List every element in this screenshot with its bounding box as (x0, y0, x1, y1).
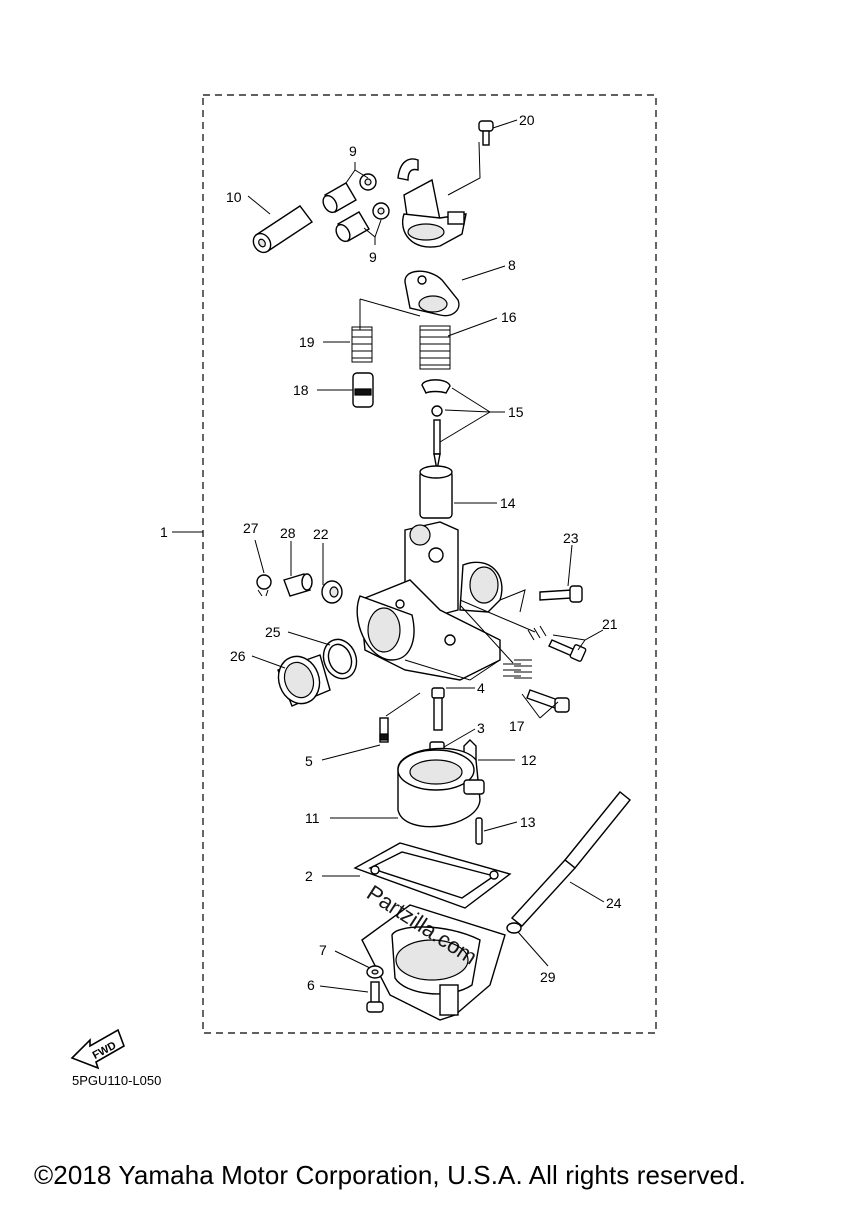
callout-9-upper: 9 (349, 143, 357, 159)
carburetor-body (356, 521, 503, 681)
callout-29: 29 (540, 969, 556, 985)
callout-17: 17 (509, 718, 525, 734)
part-19-spring (351, 326, 373, 363)
part-2-gasket (353, 842, 512, 909)
part-8-plate (404, 270, 460, 317)
callout-22: 22 (313, 526, 329, 542)
leader-lines (172, 119, 605, 993)
part-28-plunger (283, 573, 313, 597)
callout-4: 4 (477, 680, 485, 696)
callout-2: 2 (305, 868, 313, 884)
callout-1: 1 (160, 524, 168, 540)
callout-21: 21 (602, 616, 618, 632)
part-13-pin (475, 817, 483, 845)
part-25-ring (322, 638, 358, 680)
callout-9-lower: 9 (369, 249, 377, 265)
callout-23: 23 (563, 530, 579, 546)
part-17-screw-spring (503, 659, 570, 713)
part-14-throttle-valve (419, 465, 453, 519)
callout-10: 10 (226, 189, 242, 205)
part-10-cable-cover (252, 205, 314, 254)
fwd-arrow-icon: FWD (70, 1028, 125, 1070)
part-29-clip (506, 922, 522, 934)
part-27-clip (256, 574, 272, 597)
callout-8: 8 (508, 257, 516, 273)
part-21-screw-spring (527, 625, 587, 662)
callout-25: 25 (265, 624, 281, 640)
part-23-screw (539, 585, 583, 603)
callout-5: 5 (305, 753, 313, 769)
part-22-nut (321, 580, 343, 604)
callout-15: 15 (508, 404, 524, 420)
part-4-needle-jet (431, 687, 445, 731)
part-24-hose (510, 791, 631, 927)
callout-16: 16 (501, 309, 517, 325)
part-5-pilot-jet (379, 717, 389, 743)
callout-11: 11 (305, 810, 320, 826)
diagram-code: 5PGU110-L050 (72, 1073, 162, 1088)
copyright-notice: ©2018 Yamaha Motor Corporation, U.S.A. A… (34, 1160, 746, 1190)
part-26-joint (277, 654, 331, 707)
part-15-clip-needle (421, 379, 451, 471)
callout-19: 19 (299, 334, 315, 350)
part-16-spring (419, 325, 451, 370)
callout-27: 27 (243, 520, 259, 536)
mixing-chamber-top (397, 158, 467, 248)
part-7-washer (366, 965, 384, 979)
callout-14: 14 (500, 495, 516, 511)
part-20-screw (478, 120, 494, 146)
part-11-float (397, 747, 485, 828)
part-18-screw (352, 372, 374, 408)
callout-20: 20 (519, 112, 535, 128)
float-chamber (361, 904, 506, 1021)
callout-26: 26 (230, 648, 246, 664)
callout-12: 12 (521, 752, 537, 768)
callout-3: 3 (477, 720, 485, 736)
part-6-screw (366, 981, 384, 1013)
callout-13: 13 (520, 814, 536, 830)
callout-18: 18 (293, 382, 309, 398)
callout-28: 28 (280, 525, 296, 541)
callout-7: 7 (319, 942, 327, 958)
part-9-adjuster-lower (335, 202, 390, 243)
callout-6: 6 (307, 977, 315, 993)
callout-24: 24 (606, 895, 622, 911)
callout-labels: 1 20 9 10 9 8 16 19 18 15 14 27 28 22 23… (160, 112, 622, 993)
part-9-adjuster-upper (322, 173, 377, 214)
